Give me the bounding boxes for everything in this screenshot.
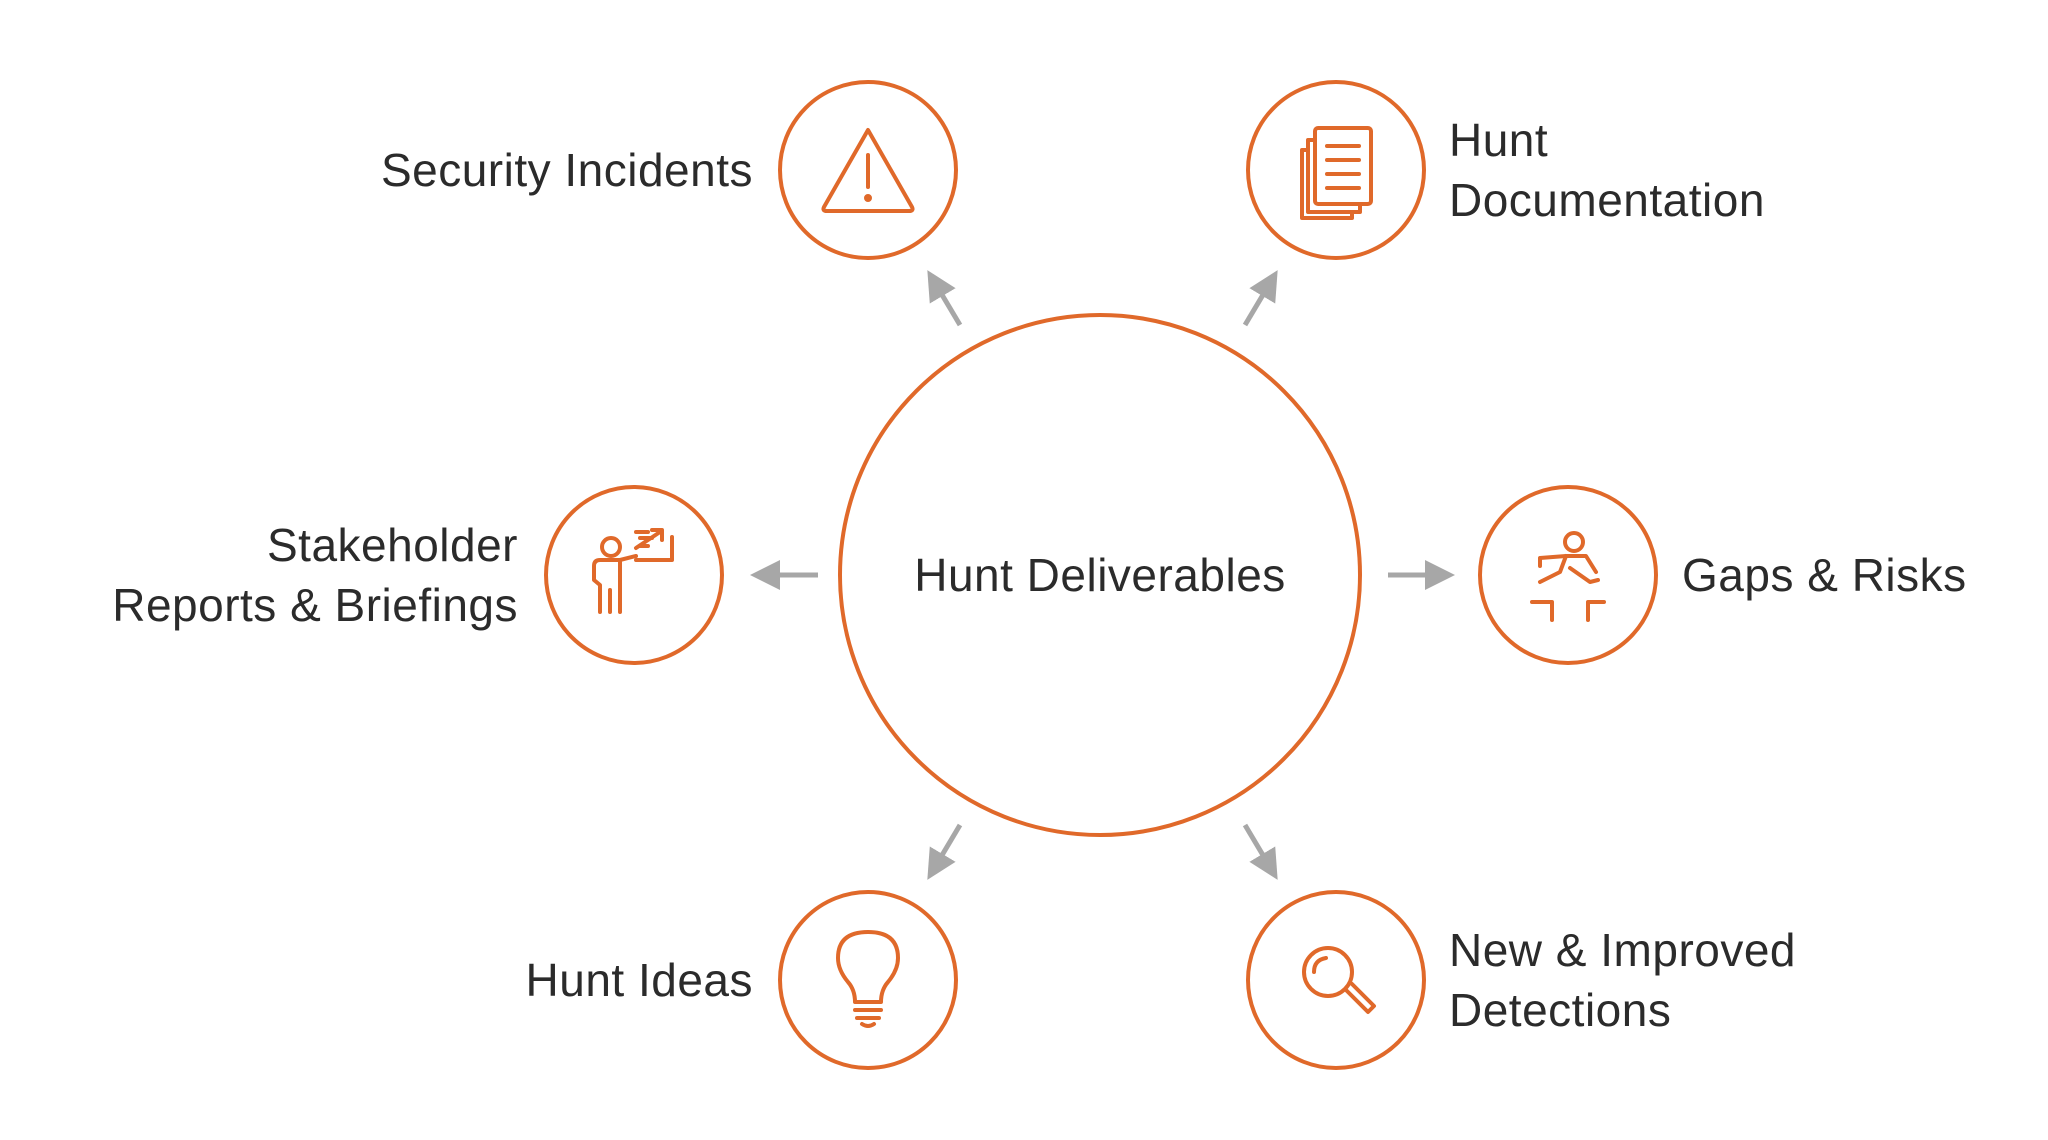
label-hunt-documentation: Hunt Documentation bbox=[1449, 110, 1765, 230]
label-line: Detections bbox=[1449, 984, 1672, 1036]
label-line: Stakeholder bbox=[267, 519, 518, 571]
node-circle bbox=[544, 485, 724, 665]
label-gaps-risks: Gaps & Risks bbox=[1682, 545, 1967, 605]
node-detections bbox=[1246, 890, 1426, 1070]
label-line: Gaps & Risks bbox=[1682, 549, 1967, 601]
presenter-icon bbox=[592, 528, 674, 614]
documents-icon bbox=[1300, 126, 1373, 220]
label-line: Hunt Ideas bbox=[525, 954, 753, 1006]
label-line: Hunt bbox=[1449, 114, 1549, 166]
label-stakeholder-reports: Stakeholder Reports & Briefings bbox=[112, 515, 518, 635]
node-circle bbox=[1246, 80, 1426, 260]
label-detections: New & Improved Detections bbox=[1449, 920, 1796, 1040]
arrow-to-detections bbox=[1242, 823, 1278, 880]
node-circle bbox=[778, 890, 958, 1070]
node-circle bbox=[1246, 890, 1426, 1070]
node-circle bbox=[778, 80, 958, 260]
arrows bbox=[750, 270, 1455, 880]
arrow-to-hunt-documentation bbox=[1242, 270, 1278, 327]
center-circle bbox=[838, 313, 1362, 837]
node-hunt-ideas bbox=[778, 890, 958, 1070]
label-line: New & Improved bbox=[1449, 924, 1797, 976]
label-line: Documentation bbox=[1449, 174, 1765, 226]
label-line: Security Incidents bbox=[380, 144, 753, 196]
warning-icon bbox=[821, 128, 915, 213]
hurdle-jump-icon bbox=[1530, 531, 1606, 622]
arrow-to-security-incidents bbox=[927, 270, 963, 327]
arrow-to-hunt-ideas bbox=[927, 823, 963, 880]
node-security-incidents bbox=[778, 80, 958, 260]
label-line: Reports & Briefings bbox=[112, 579, 518, 631]
node-hunt-documentation bbox=[1246, 80, 1426, 260]
node-stakeholder-reports bbox=[544, 485, 724, 665]
lightbulb-icon bbox=[836, 930, 900, 1028]
magnifier-icon bbox=[1302, 946, 1376, 1014]
center-label: Hunt Deliverables bbox=[914, 549, 1286, 601]
label-hunt-ideas: Hunt Ideas bbox=[526, 950, 753, 1010]
node-circle bbox=[1478, 485, 1658, 665]
label-security-incidents: Security Incidents bbox=[381, 140, 753, 200]
node-gaps-risks bbox=[1478, 485, 1658, 665]
